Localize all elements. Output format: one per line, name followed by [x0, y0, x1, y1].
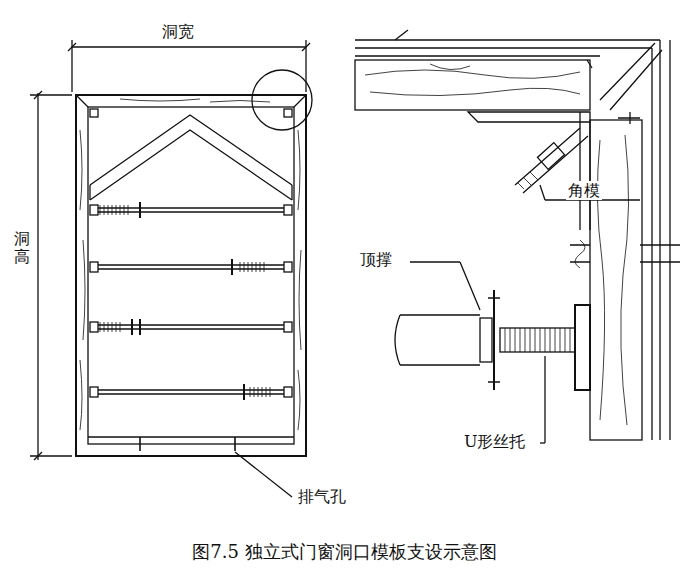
figure-caption: 图7.5 独立式门窗洞口模板支设示意图: [192, 540, 496, 564]
dimension-label: 洞宽: [160, 22, 196, 41]
part-label: 排气孔: [296, 487, 348, 506]
part-label: 顶撑: [358, 250, 394, 269]
dimension-label: 洞高: [12, 230, 32, 265]
part-label: U形丝托: [462, 432, 527, 451]
part-label: 角模: [566, 181, 602, 200]
